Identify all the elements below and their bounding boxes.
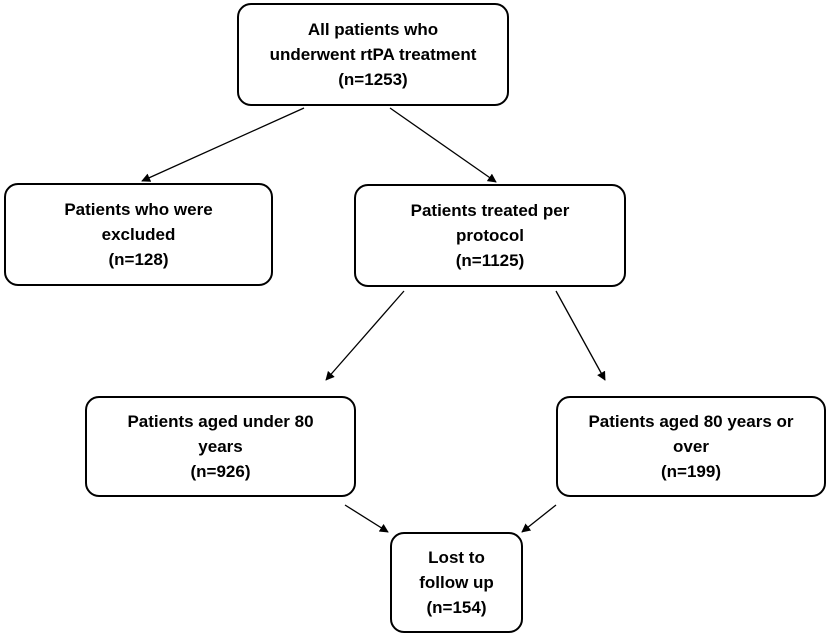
over-80-line-2: over xyxy=(673,437,709,456)
over-80-box: Patients aged 80 years or over (n=199) xyxy=(556,396,826,497)
per-protocol-line-2: protocol xyxy=(456,226,524,245)
arrow-protocol-to-over80 xyxy=(555,290,606,381)
excluded-line-2: excluded xyxy=(101,225,176,244)
over-80-count: (n=199) xyxy=(661,462,721,481)
lost-count: (n=154) xyxy=(426,598,487,617)
per-protocol-line-1: Patients treated per xyxy=(410,201,570,220)
excluded-count: (n=128) xyxy=(108,250,169,269)
under-80-line-2: years xyxy=(198,437,243,456)
all-patients-line-2: underwent rtPA treatment xyxy=(269,45,477,64)
lost-line-2: follow up xyxy=(419,573,494,592)
excluded-patients-box: Patients who were excluded (n=128) xyxy=(4,183,273,286)
under-80-box: Patients aged under 80 years (n=926) xyxy=(85,396,356,497)
arrow-all-to-excluded xyxy=(141,107,305,182)
per-protocol-box: Patients treated per protocol (n=1125) xyxy=(354,184,626,287)
over-80-line-1: Patients aged 80 years or xyxy=(588,412,794,431)
all-patients-box: All patients who underwent rtPA treatmen… xyxy=(237,3,509,106)
under-80-count: (n=926) xyxy=(190,462,251,481)
under-80-line-1: Patients aged under 80 xyxy=(127,412,314,431)
all-patients-line-1: All patients who xyxy=(307,20,439,39)
excluded-line-1: Patients who were xyxy=(64,200,213,219)
arrow-over80-to-lost xyxy=(521,504,557,533)
per-protocol-count: (n=1125) xyxy=(455,251,525,270)
arrow-all-to-protocol xyxy=(389,107,497,183)
arrow-protocol-to-under80 xyxy=(325,290,405,381)
lost-line-1: Lost to xyxy=(428,548,485,567)
all-patients-count: (n=1253) xyxy=(338,70,408,89)
arrow-under80-to-lost xyxy=(344,504,389,533)
lost-follow-up-box: Lost to follow up (n=154) xyxy=(390,532,523,633)
